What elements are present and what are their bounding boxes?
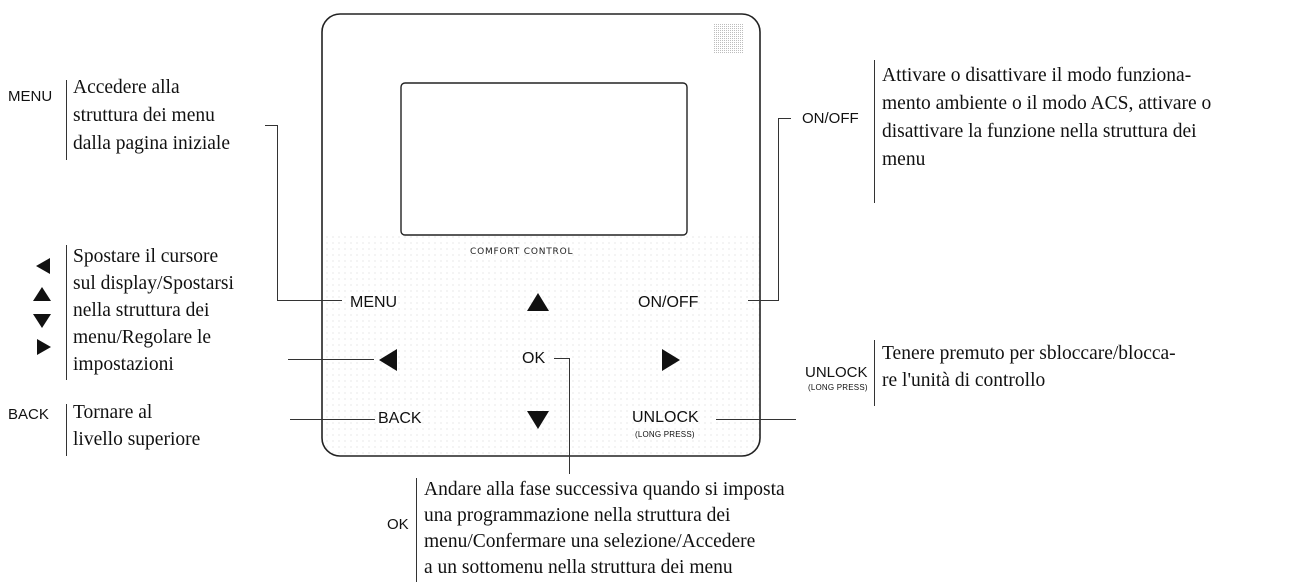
- back-callout-line-1: Tornare al: [73, 402, 153, 423]
- unlock-callout-line-2: re l'unità di controllo: [882, 370, 1046, 391]
- brand-label: COMFORT CONTROL: [470, 247, 574, 257]
- right-arrow-button[interactable]: [662, 349, 680, 371]
- arrows-callout-line-4: menu/Regolare le: [73, 327, 212, 348]
- back-callout-key: BACK: [8, 406, 49, 423]
- arrows-callout-line-1: Spostare il cursore: [73, 246, 219, 267]
- unlock-button-label: UNLOCK: [632, 409, 699, 426]
- ok-callout-line-4: a un sottomenu nella struttura dei menu: [424, 557, 733, 578]
- ok-callout-line-1: Andare alla fase successiva quando si im…: [424, 479, 785, 500]
- arrows-callout-line-5: impostazioni: [73, 354, 174, 375]
- back-button[interactable]: BACK: [378, 410, 422, 427]
- on-off-callout-bar: [874, 60, 875, 203]
- on-off-button[interactable]: ON/OFF: [638, 294, 699, 311]
- unlock-callout-key-sublabel: (LONG PRESS): [808, 383, 868, 392]
- down-arrow-icon: [33, 314, 51, 328]
- arrows-callout-bar: [66, 245, 67, 380]
- unlock-button[interactable]: UNLOCK (LONG PRESS): [632, 409, 712, 443]
- speaker-grille: [713, 23, 743, 53]
- menu-button[interactable]: MENU: [350, 294, 398, 311]
- unlock-callout-key: UNLOCK (LONG PRESS): [805, 364, 871, 394]
- up-arrow-icon: [33, 287, 51, 301]
- arrows-callout-line-3: nella struttura dei: [73, 300, 210, 321]
- unlock-button-sublabel: (LONG PRESS): [635, 430, 695, 439]
- on-off-callout-key: ON/OFF: [802, 110, 859, 127]
- back-callout-line-2: livello superiore: [73, 429, 201, 450]
- on-off-callout-line-4: menu: [882, 149, 926, 170]
- ok-callout-line-2: una programmazione nella struttura dei: [424, 505, 731, 526]
- unlock-callout-key-label: UNLOCK: [805, 364, 868, 381]
- down-arrow-button[interactable]: [527, 411, 549, 429]
- arrows-leader: [288, 359, 374, 360]
- menu-callout-key: MENU: [8, 88, 53, 105]
- menu-callout-line-1: Accedere alla: [73, 77, 180, 98]
- unlock-leader: [716, 419, 796, 420]
- unlock-callout-bar: [874, 340, 875, 406]
- up-arrow-button[interactable]: [527, 293, 549, 311]
- menu-callout-bar: [66, 80, 67, 160]
- device-body: [321, 13, 761, 457]
- ok-callout-bar: [416, 478, 417, 582]
- back-leader: [290, 419, 375, 420]
- back-callout-bar: [66, 404, 67, 456]
- on-off-callout-line-3: disattivare la funzione nella struttura …: [882, 121, 1197, 142]
- right-arrow-icon: [37, 339, 51, 355]
- left-arrow-button[interactable]: [379, 349, 397, 371]
- display-screen: [400, 82, 688, 236]
- on-off-callout-line-2: mento ambiente o il modo ACS, attivare o: [882, 93, 1212, 114]
- arrows-callout-line-2: sul display/Spostarsi: [73, 273, 234, 294]
- ok-callout-key: OK: [387, 516, 409, 533]
- ok-button[interactable]: OK: [522, 350, 546, 367]
- menu-callout-line-3: dalla pagina iniziale: [73, 133, 231, 154]
- unlock-callout-line-1: Tenere premuto per sbloccare/blocca-: [882, 343, 1176, 364]
- left-arrow-icon: [36, 258, 50, 274]
- ok-callout-line-3: menu/Confermare una selezione/Accedere: [424, 531, 756, 552]
- on-off-callout-line-1: Attivare o disattivare il modo funziona-: [882, 65, 1192, 86]
- menu-callout-line-2: struttura dei menu: [73, 105, 215, 126]
